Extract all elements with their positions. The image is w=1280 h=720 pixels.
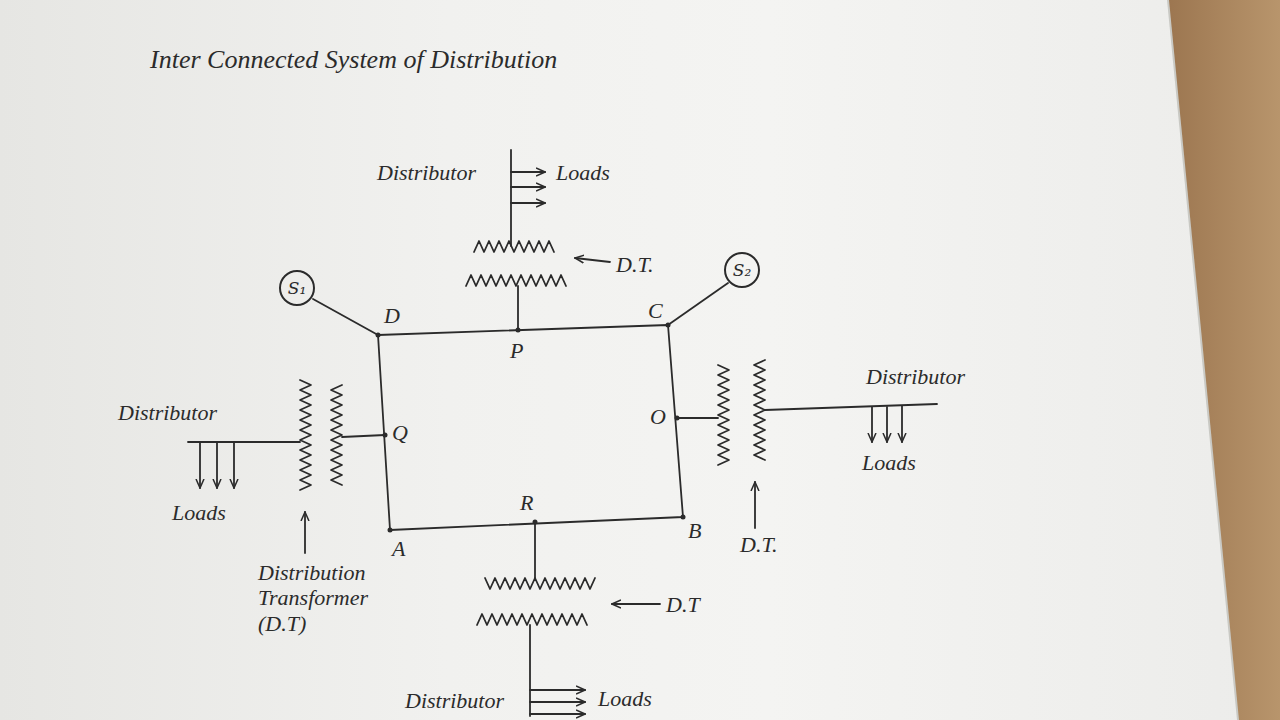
transformer-caption: Distribution Transformer (D.T) bbox=[258, 560, 408, 636]
point-label: P bbox=[510, 338, 523, 363]
load-arrow bbox=[511, 202, 545, 204]
wooden-table bbox=[1168, 0, 1280, 720]
supply-name: S₂ bbox=[733, 260, 751, 280]
load-arrow bbox=[511, 186, 545, 188]
distributor-line bbox=[765, 404, 937, 410]
transformer-label: D.T. bbox=[740, 532, 778, 557]
load-arrow bbox=[530, 701, 585, 703]
loads-label: Loads bbox=[598, 686, 652, 711]
junction-dot bbox=[533, 520, 538, 525]
transformer-winding bbox=[485, 578, 595, 589]
loads-label: Loads bbox=[172, 500, 226, 525]
junction-dot bbox=[388, 528, 393, 533]
pointer-arrow bbox=[754, 482, 756, 528]
load-arrow bbox=[886, 407, 888, 442]
load-arrow bbox=[901, 406, 903, 442]
feeder-line bbox=[313, 299, 378, 335]
junction-dot bbox=[516, 328, 521, 333]
load-arrow bbox=[233, 443, 235, 488]
distributor-label: Distributor bbox=[866, 364, 965, 389]
transformer-winding bbox=[754, 360, 765, 460]
tap-line bbox=[534, 521, 536, 578]
transformer-winding bbox=[331, 385, 342, 485]
loads-label: Loads bbox=[556, 160, 610, 185]
transformer-label: D.T bbox=[666, 592, 700, 617]
feeder-line bbox=[668, 283, 728, 325]
distributor-label: Distributor bbox=[405, 688, 504, 713]
transformer-winding bbox=[718, 365, 729, 465]
point-label: O bbox=[650, 404, 666, 429]
loads-label: Loads bbox=[862, 450, 916, 475]
distributor-line bbox=[188, 441, 300, 443]
point-label: C bbox=[648, 298, 663, 323]
load-arrow bbox=[511, 171, 545, 173]
ring-main bbox=[378, 325, 683, 530]
pointer-arrow bbox=[575, 258, 610, 262]
junction-dot bbox=[376, 333, 381, 338]
pointer-arrow bbox=[612, 603, 660, 605]
transformer-winding bbox=[477, 614, 587, 625]
transformer-winding bbox=[474, 241, 554, 252]
transformer-label: D.T. bbox=[616, 252, 654, 277]
point-label: D bbox=[384, 303, 400, 328]
distributor-label: Distributor bbox=[118, 400, 217, 425]
paper-edge bbox=[1168, 0, 1238, 720]
tap-line bbox=[517, 286, 519, 328]
supply-name: S₁ bbox=[288, 278, 306, 298]
load-arrow bbox=[871, 407, 873, 442]
transformer-winding bbox=[300, 380, 311, 490]
pointer-arrow bbox=[304, 512, 306, 553]
point-label: A bbox=[392, 536, 405, 561]
load-arrow bbox=[530, 689, 585, 691]
junction-dot bbox=[666, 323, 671, 328]
junction-dot bbox=[675, 416, 680, 421]
junction-dot bbox=[681, 515, 686, 520]
transformer-winding bbox=[466, 275, 566, 286]
load-arrow bbox=[530, 713, 585, 715]
point-label: R bbox=[520, 490, 533, 515]
distributor-label: Distributor bbox=[377, 160, 476, 185]
point-label: Q bbox=[392, 420, 408, 445]
tap-line bbox=[342, 435, 385, 437]
point-label: B bbox=[688, 518, 701, 543]
supply-circle: S₁ bbox=[279, 270, 315, 306]
junction-dot bbox=[383, 433, 388, 438]
load-arrow bbox=[216, 443, 218, 488]
distributor-line bbox=[510, 150, 512, 246]
supply-circle: S₂ bbox=[724, 252, 760, 288]
tap-line bbox=[677, 417, 718, 419]
diagram-title: Inter Connected System of Distribution bbox=[150, 45, 557, 75]
load-arrow bbox=[199, 443, 201, 488]
